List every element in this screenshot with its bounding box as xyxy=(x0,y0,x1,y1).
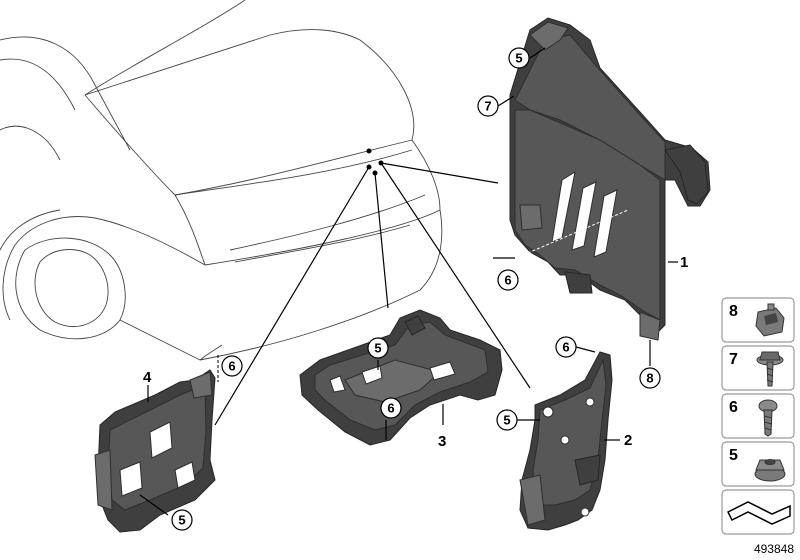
part-label-4: 4 xyxy=(143,369,152,386)
callout-6: 6 xyxy=(380,397,402,419)
callout-6-label: 6 xyxy=(562,340,569,355)
callout-6: 6 xyxy=(221,355,243,377)
legend-number-6: 6 xyxy=(729,399,738,416)
callout-5: 5 xyxy=(367,337,389,359)
callout-6-label: 6 xyxy=(504,273,511,288)
callout-7-label: 7 xyxy=(484,99,491,114)
callout-6: 6 xyxy=(497,269,519,291)
callouts: 5 7 6 8 6 5 5 6 xyxy=(171,47,661,531)
callout-5-label: 5 xyxy=(374,341,381,356)
part-2-bracket xyxy=(519,351,613,531)
callout-6: 6 xyxy=(555,336,577,358)
callout-5-label: 5 xyxy=(178,513,185,528)
legend-number-5: 5 xyxy=(729,447,738,464)
part-1-bracket xyxy=(493,17,711,341)
callout-6-label: 6 xyxy=(228,359,235,374)
arrow-bracket-icon xyxy=(726,501,791,525)
part-label-1: 1 xyxy=(680,254,688,271)
legend-item-arrow xyxy=(721,489,795,535)
callout-5: 5 xyxy=(171,509,193,531)
callout-leaders xyxy=(497,47,678,441)
legend-item-5: 5 xyxy=(721,441,795,487)
part-label-2: 2 xyxy=(624,432,632,449)
callout-5: 5 xyxy=(496,409,518,431)
callout-7: 7 xyxy=(477,95,499,117)
round-head-screw-icon xyxy=(758,399,778,437)
part-labels: 1 2 3 4 xyxy=(143,254,688,450)
callout-8: 8 xyxy=(639,367,661,389)
legend-number-8: 8 xyxy=(729,303,738,320)
legend-item-8: 8 xyxy=(721,297,795,343)
clip-nut-icon xyxy=(755,303,785,337)
callout-5-label: 5 xyxy=(515,51,522,66)
hex-bolt-washer-icon xyxy=(756,351,784,387)
leader-lines xyxy=(214,162,531,426)
callout-5: 5 xyxy=(508,47,530,69)
callout-6-label: 6 xyxy=(387,401,394,416)
legend-number-7: 7 xyxy=(729,351,738,368)
callout-5-label: 5 xyxy=(503,413,510,428)
diagram-number: 493848 xyxy=(754,542,794,556)
callout-8-label: 8 xyxy=(646,371,653,386)
legend-item-7: 7 xyxy=(721,345,795,391)
fastener-legend: 8 7 6 xyxy=(721,297,795,535)
part-4-bracket xyxy=(94,355,219,533)
part-label-3: 3 xyxy=(438,433,446,450)
car-outline xyxy=(0,0,443,361)
legend-item-6: 6 xyxy=(721,393,795,439)
flange-nut-icon xyxy=(754,459,786,482)
part-3-tray xyxy=(299,309,503,446)
